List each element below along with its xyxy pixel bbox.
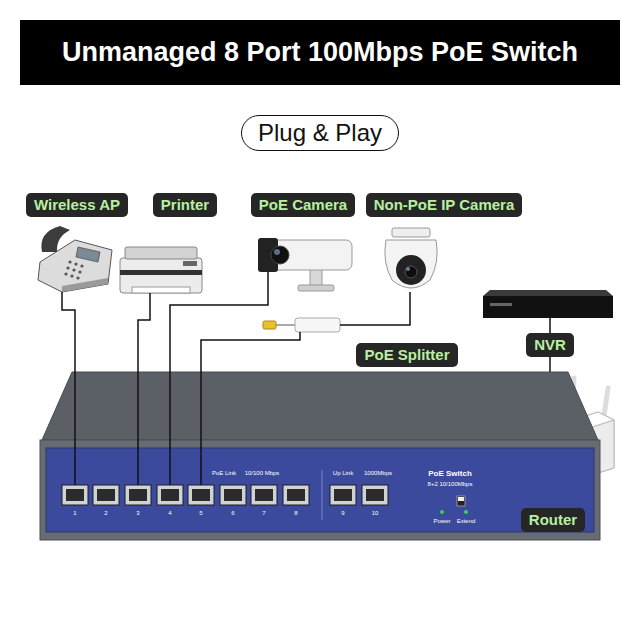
- indicator-label: Extend: [457, 518, 476, 524]
- title: Unmanaged 8 Port 100Mbps PoE Switch: [62, 37, 578, 68]
- cable: [62, 272, 410, 485]
- node-text: Wireless AP: [34, 196, 120, 214]
- node-text: Printer: [161, 196, 209, 214]
- bullet-camera-picture: [258, 238, 352, 291]
- port-spec-label: 8+2 10/100Mbps: [428, 481, 473, 487]
- port-number: 10: [372, 510, 379, 516]
- node-text: Non-PoE IP Camera: [374, 196, 515, 214]
- nvr-picture: [483, 290, 613, 318]
- port-number: 6: [231, 510, 234, 516]
- device-label: NVR: [526, 333, 574, 357]
- device-label: Wireless AP: [26, 193, 128, 217]
- port-group-label: Up Link: [333, 470, 353, 476]
- node-text: PoE Splitter: [364, 346, 449, 364]
- port-speed-label: 1000Mbps: [364, 470, 392, 476]
- dome-camera-picture: [385, 228, 437, 288]
- indicator-label: Power: [433, 518, 450, 524]
- title-bar: Unmanaged 8 Port 100Mbps PoE Switch: [20, 20, 620, 85]
- port-number: 8: [294, 510, 297, 516]
- device-name: PoE Switch: [428, 470, 472, 478]
- node-text: PoE Camera: [259, 196, 347, 214]
- splitter-picture: [263, 318, 340, 332]
- port-number: 7: [262, 510, 265, 516]
- port-number: 3: [136, 510, 139, 516]
- switch-picture: [40, 372, 600, 540]
- printer-picture: [120, 247, 202, 293]
- device-label: PoE Camera: [251, 193, 355, 217]
- node-text: Router: [529, 511, 577, 529]
- device-label: PoE Splitter: [356, 343, 457, 367]
- device-label: Non-PoE IP Camera: [366, 193, 523, 217]
- port-number: 4: [168, 510, 171, 516]
- port-number: 1: [73, 510, 76, 516]
- port-number: 5: [199, 510, 202, 516]
- node-text: NVR: [534, 336, 566, 354]
- port-speed-label: 10/100 Mbps: [245, 470, 280, 476]
- node-text: Plug & Play: [258, 119, 382, 148]
- device-label: Router: [521, 508, 585, 532]
- port-group-label: PoE Link: [212, 470, 236, 476]
- phone-picture: [38, 226, 112, 292]
- port-number: 9: [341, 510, 344, 516]
- plug-play-badge: Plug & Play: [241, 115, 399, 152]
- port-number: 2: [104, 510, 107, 516]
- device-label: Printer: [153, 193, 217, 217]
